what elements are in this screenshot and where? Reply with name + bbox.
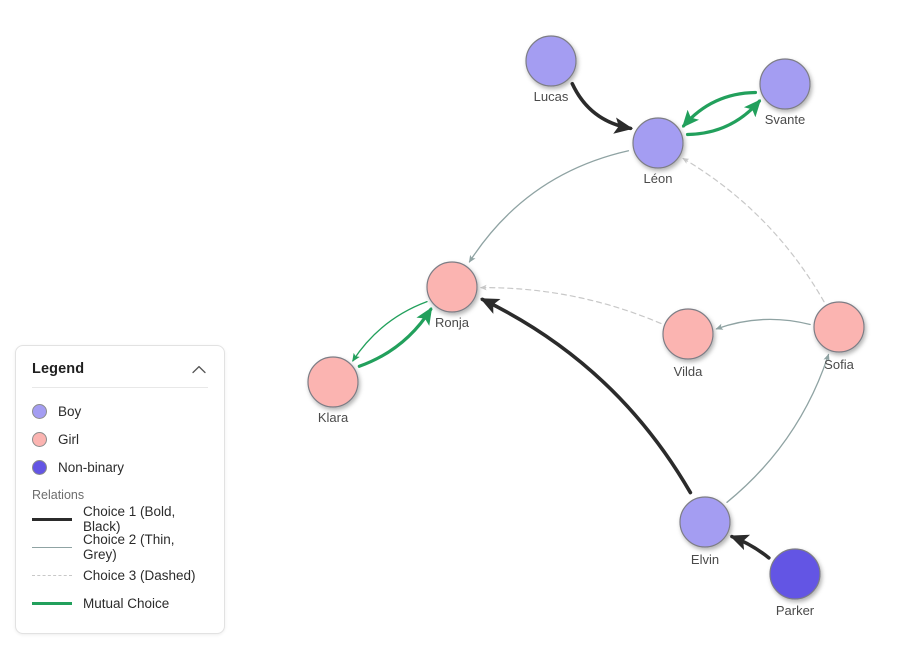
legend-item-girl[interactable]: Girl bbox=[32, 425, 208, 453]
legend-label-mutual-choice: Mutual Choice bbox=[83, 595, 170, 611]
edge-svante-to-leon[interactable] bbox=[681, 90, 758, 128]
legend-label-choice-3: Choice 3 (Dashed) bbox=[83, 567, 196, 583]
legend-label-choice-1: Choice 1 (Bold, Black) bbox=[83, 504, 176, 534]
node-parker[interactable] bbox=[769, 548, 821, 600]
node-klara[interactable] bbox=[307, 356, 359, 408]
legend-item-choice-2[interactable]: Choice 2 (Thin, Grey) bbox=[32, 532, 208, 562]
legend-item-nonbinary[interactable]: Non-binary bbox=[32, 453, 208, 481]
node-lucas[interactable] bbox=[525, 35, 577, 87]
legend-panel[interactable]: Legend Boy Girl Non-binary Relations Cho… bbox=[15, 345, 225, 634]
edge-vilda-to-ronja[interactable] bbox=[480, 284, 662, 325]
edge-leon-to-svante[interactable] bbox=[685, 99, 762, 137]
legend-label-nonbinary: Non-binary bbox=[58, 459, 125, 475]
edge-parker-to-elvin[interactable] bbox=[729, 534, 771, 560]
legend-title: Legend bbox=[32, 361, 85, 377]
boy-color-swatch bbox=[32, 403, 47, 419]
legend-item-choice-3[interactable]: Choice 3 (Dashed) bbox=[32, 561, 208, 589]
node-leon[interactable] bbox=[632, 117, 684, 169]
edge-leon-to-ronja[interactable] bbox=[468, 150, 630, 263]
legend-item-choice-1[interactable]: Choice 1 (Bold, Black) bbox=[32, 504, 208, 534]
edge-elvin-to-ronja[interactable] bbox=[480, 297, 693, 495]
girl-color-swatch bbox=[32, 431, 47, 447]
edge-ronja-to-klara[interactable] bbox=[352, 300, 428, 362]
edge-lucas-to-leon[interactable] bbox=[570, 81, 634, 134]
node-svante[interactable] bbox=[759, 58, 811, 110]
edge-elvin-to-sofia[interactable] bbox=[726, 353, 830, 503]
node-sofia[interactable] bbox=[813, 301, 865, 353]
nonbinary-color-swatch bbox=[32, 459, 47, 475]
legend-body: Boy Girl Non-binary Relations Choice 1 (… bbox=[32, 388, 208, 617]
edge-klara-to-ronja[interactable] bbox=[357, 307, 433, 368]
choice-1-line-sample bbox=[32, 517, 72, 521]
legend-relations-heading: Relations bbox=[32, 488, 85, 502]
legend-label-choice-2: Choice 2 (Thin, Grey) bbox=[83, 532, 175, 562]
legend-header[interactable]: Legend bbox=[32, 360, 208, 388]
edge-sofia-to-vilda[interactable] bbox=[715, 318, 811, 330]
edge-sofia-to-leon[interactable] bbox=[682, 157, 825, 303]
chevron-up-icon[interactable] bbox=[190, 360, 208, 378]
node-ronja[interactable] bbox=[426, 261, 478, 313]
node-vilda[interactable] bbox=[662, 308, 714, 360]
legend-item-mutual-choice[interactable]: Mutual Choice bbox=[32, 589, 208, 617]
choice-3-line-sample bbox=[32, 574, 72, 576]
choice-2-line-sample bbox=[32, 546, 72, 548]
node-elvin[interactable] bbox=[679, 496, 731, 548]
node-layer[interactable] bbox=[307, 35, 865, 600]
legend-item-boy[interactable]: Boy bbox=[32, 397, 208, 425]
edge-layer bbox=[352, 81, 830, 560]
legend-label-girl: Girl bbox=[58, 431, 79, 447]
mutual-choice-line-sample bbox=[32, 601, 72, 605]
legend-label-boy: Boy bbox=[58, 403, 82, 419]
